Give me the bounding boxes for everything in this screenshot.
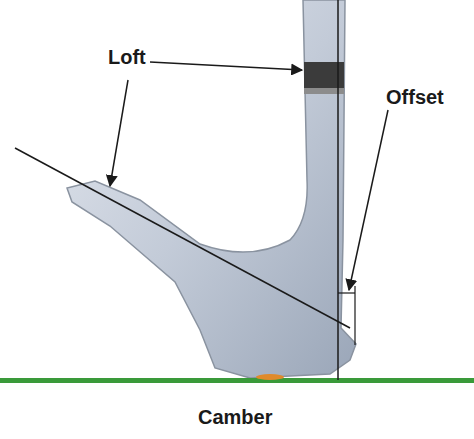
part-label: Offset (384, 86, 446, 108)
club-head (67, 0, 356, 378)
loft-leader (150, 62, 302, 70)
offset-leader (349, 110, 388, 290)
loft-line (15, 148, 350, 328)
ground-line (0, 378, 474, 383)
offset-tick (354, 286, 355, 345)
part-label: Loft (106, 46, 148, 68)
offset-tick (338, 292, 355, 293)
camber-spot (256, 374, 284, 380)
loft-leader (110, 80, 128, 186)
shaft-axis-line (337, 0, 339, 380)
part-label: Camber (196, 406, 274, 428)
